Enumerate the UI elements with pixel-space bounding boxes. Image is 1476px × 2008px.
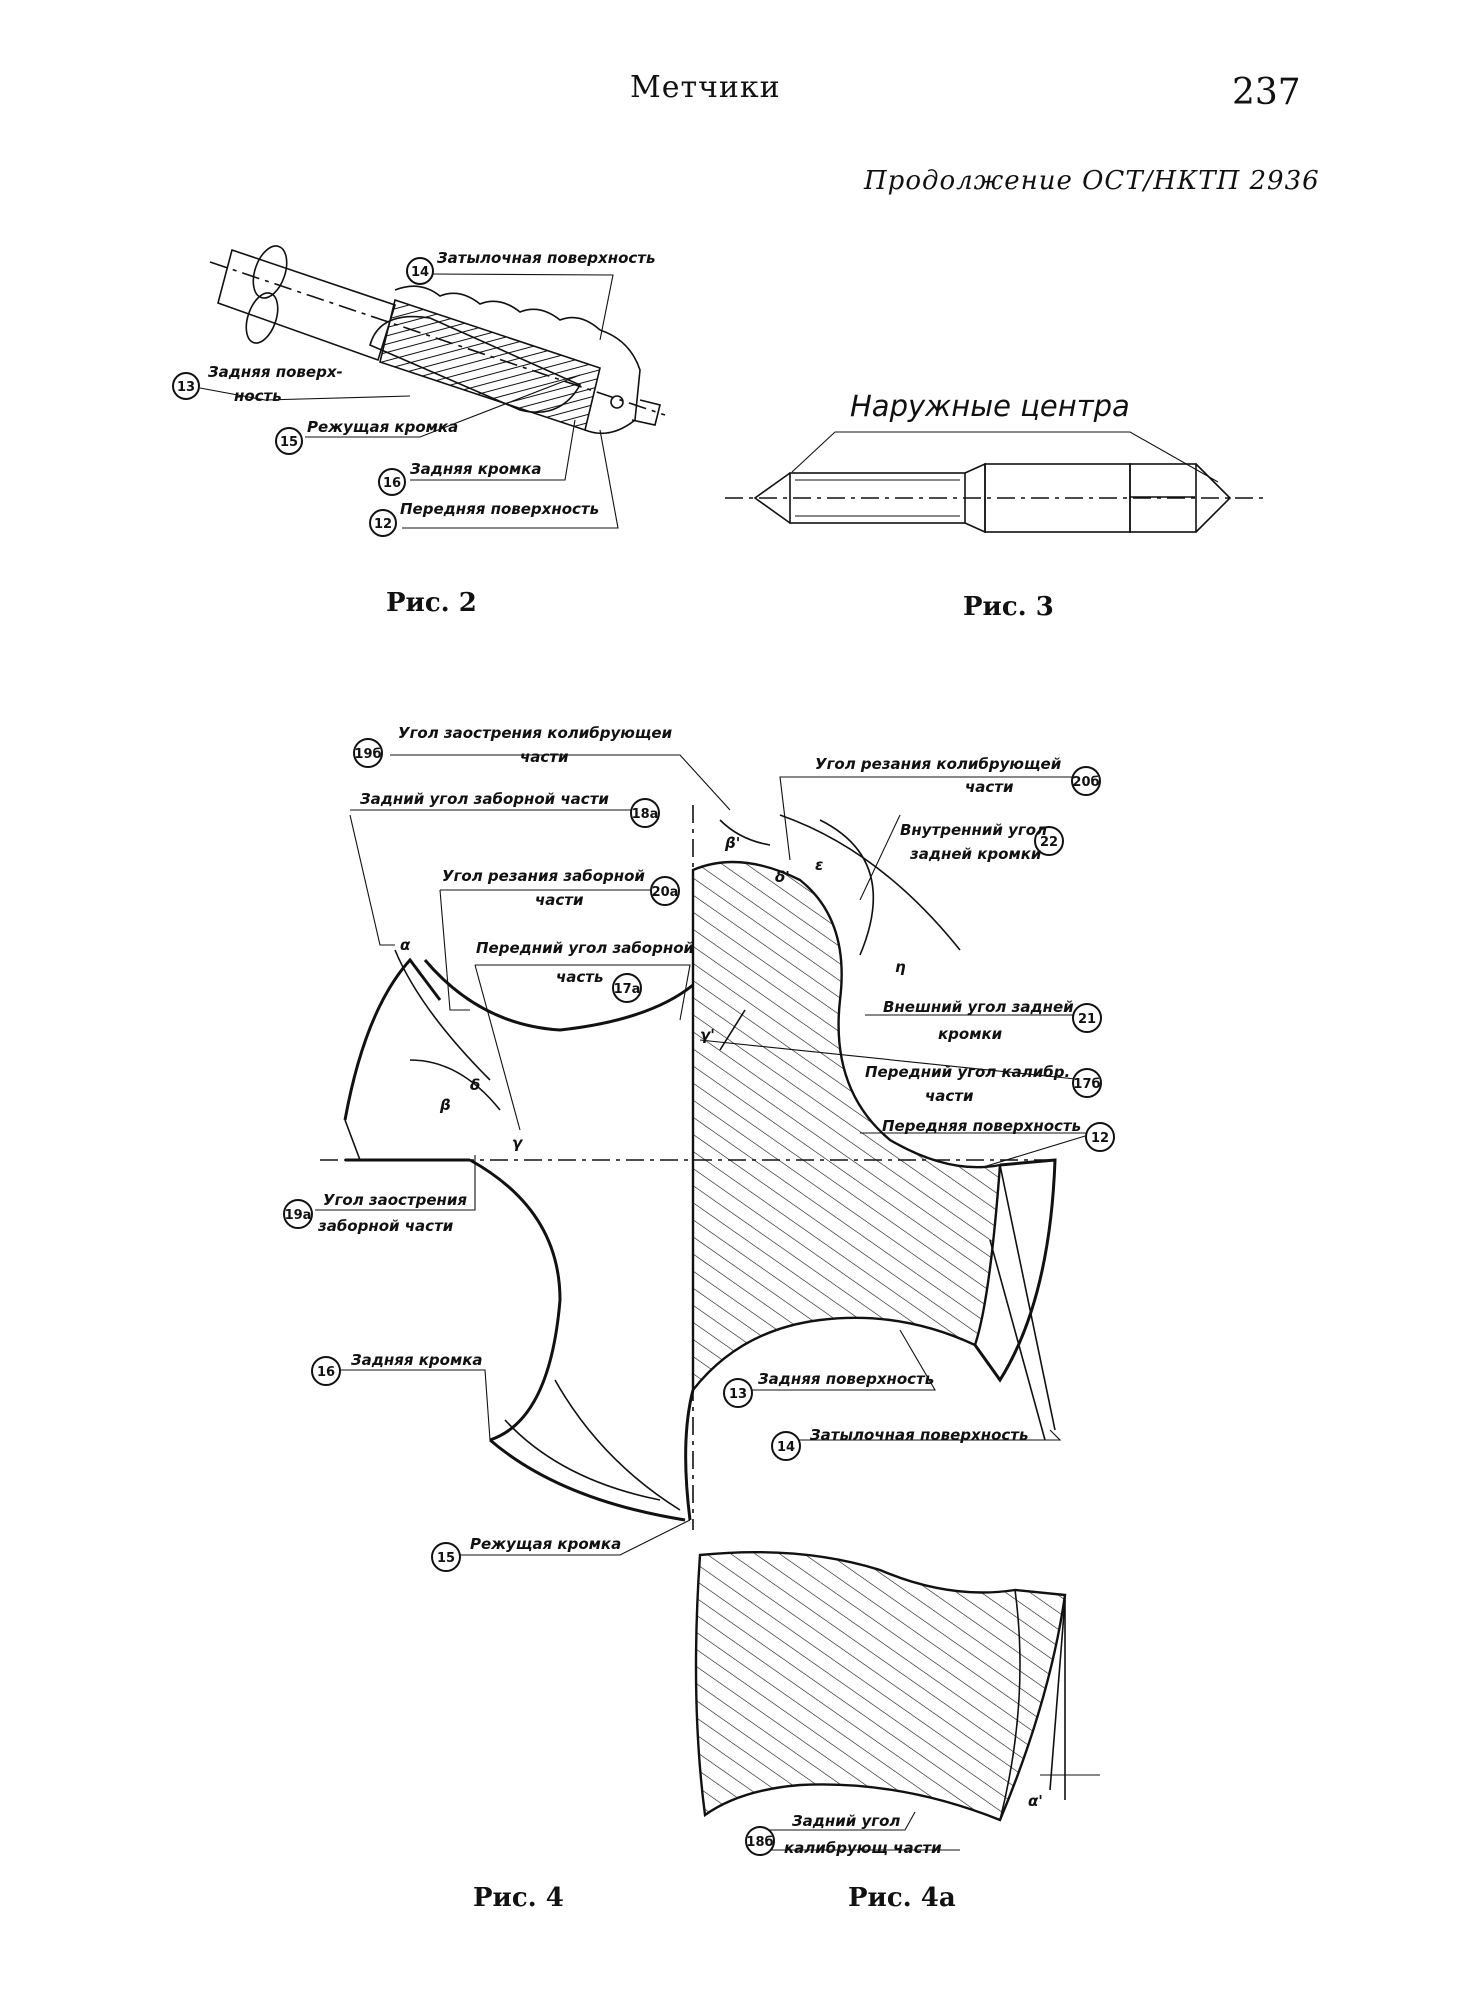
svg-text:части: части bbox=[925, 1087, 974, 1105]
fig2-label-13: 13 Задняя поверх- ность bbox=[172, 363, 343, 405]
svg-text:Внутренний угол: Внутренний угол bbox=[900, 821, 1047, 839]
svg-text:20а: 20а bbox=[652, 885, 679, 900]
greek-delta: δ bbox=[470, 1076, 480, 1094]
fig2-tap-drawing bbox=[199, 245, 666, 529]
svg-text:12: 12 bbox=[1091, 1131, 1109, 1146]
fig4-hatched-tooth bbox=[691, 860, 1002, 1394]
fig2-label-15: 15 Режущая кромка bbox=[275, 418, 458, 455]
svg-text:части: части bbox=[535, 891, 584, 909]
svg-text:заборной части: заборной части bbox=[317, 1217, 454, 1235]
greek-epsilon: ε bbox=[815, 856, 823, 874]
svg-text:Передний угол заборной: Передний угол заборной bbox=[476, 939, 695, 957]
fig4-label-19b: 19б Угол заострения колибрующеи части bbox=[353, 724, 673, 768]
svg-text:21: 21 bbox=[1078, 1012, 1096, 1027]
svg-text:Задняя поверхность: Задняя поверхность bbox=[758, 1370, 934, 1388]
fig4-label-14: 14 Затылочная поверхность bbox=[771, 1426, 1028, 1461]
fig4-label-19a: 19а Угол заострения заборной части bbox=[283, 1191, 467, 1235]
svg-text:Передняя поверхность: Передняя поверхность bbox=[882, 1117, 1081, 1135]
fig2-text-14: Затылочная поверхность bbox=[437, 249, 655, 267]
svg-text:Угол резания заборной: Угол резания заборной bbox=[442, 867, 645, 885]
fig4a-caption: Рис. 4а bbox=[848, 1883, 956, 1913]
fig3-centers-drawing: Наружные центра bbox=[725, 389, 1265, 534]
svg-text:кромки: кромки bbox=[938, 1025, 1003, 1043]
svg-text:15: 15 bbox=[437, 1551, 455, 1566]
fig4a-alpha-prime: α' bbox=[1028, 1792, 1043, 1810]
svg-text:18а: 18а bbox=[632, 807, 659, 822]
svg-text:19а: 19а bbox=[285, 1208, 312, 1223]
greek-gamma-prime: γ' bbox=[700, 1026, 715, 1044]
fig4a-label-18b: 18б Задний угол калибрующ части bbox=[745, 1812, 942, 1857]
fig2-num-16: 16 bbox=[383, 476, 401, 491]
fig2-label-16: 16 Задняя кромка bbox=[378, 460, 542, 496]
fig4-label-17b: 17б Передний угол калибр. части bbox=[865, 1063, 1102, 1105]
fig4-label-21: 21 Внешний угол задней кромки bbox=[883, 998, 1102, 1043]
svg-text:Угол заострения колибрующеи: Угол заострения колибрующеи bbox=[398, 724, 673, 742]
fig2-num-12: 12 bbox=[374, 517, 392, 532]
fig3-caption: Рис. 3 bbox=[963, 592, 1054, 622]
fig2-shank bbox=[217, 248, 396, 362]
svg-text:Задний угол: Задний угол bbox=[792, 1812, 900, 1830]
svg-text:22: 22 bbox=[1040, 835, 1058, 850]
fig2-text-12: Передняя поверхность bbox=[400, 500, 599, 518]
running-head: Метчики bbox=[630, 70, 781, 105]
svg-text:Задний угол заборной части: Задний угол заборной части bbox=[360, 790, 609, 808]
svg-text:части: части bbox=[520, 748, 569, 766]
svg-text:калибрующ части: калибрующ части bbox=[784, 1839, 942, 1857]
fig4-caption: Рис. 4 bbox=[473, 1883, 564, 1913]
svg-text:16: 16 bbox=[317, 1365, 335, 1380]
fig4-label-12: 12 Передняя поверхность bbox=[882, 1117, 1115, 1152]
fig4-label-18a: 18а Задний угол заборной части bbox=[360, 790, 660, 828]
svg-text:задней кромки: задней кромки bbox=[909, 845, 1042, 863]
fig2-num-14: 14 bbox=[411, 265, 429, 280]
fig4-label-17a: 17а Передний угол заборной часть bbox=[476, 939, 695, 1003]
continuation-note: Продолжение ОСТ/НКТП 2936 bbox=[864, 166, 1320, 196]
svg-text:14: 14 bbox=[777, 1440, 795, 1455]
greek-beta-prime: β' bbox=[724, 834, 740, 852]
svg-text:части: части bbox=[965, 778, 1014, 796]
fig2-thread bbox=[379, 298, 601, 432]
svg-text:Затылочная поверхность: Затылочная поверхность bbox=[810, 1426, 1028, 1444]
svg-text:Режущая кромка: Режущая кромка bbox=[470, 1535, 621, 1553]
svg-text:часть: часть bbox=[556, 968, 604, 986]
svg-text:18б: 18б bbox=[746, 1835, 773, 1850]
svg-text:Задняя кромка: Задняя кромка bbox=[351, 1351, 483, 1369]
svg-text:Внешний угол задней: Внешний угол задней bbox=[883, 998, 1074, 1016]
fig4-label-15: 15 Режущая кромка bbox=[431, 1535, 621, 1572]
svg-text:Угол заострения: Угол заострения bbox=[323, 1191, 467, 1209]
fig2-label-14: 14 Затылочная поверхность bbox=[406, 249, 655, 285]
fig4-label-13: 13 Задняя поверхность bbox=[723, 1370, 934, 1408]
svg-text:17а: 17а bbox=[614, 982, 641, 997]
fig4-drawing bbox=[315, 754, 1096, 1556]
greek-eta: η bbox=[895, 958, 906, 976]
fig3-label: Наружные центра bbox=[850, 389, 1130, 423]
svg-text:20б: 20б bbox=[1072, 775, 1099, 790]
fig2-text-15: Режущая кромка bbox=[307, 418, 458, 436]
fig2-text-13: Задняя поверх- bbox=[208, 363, 343, 381]
svg-text:Передний угол калибр.: Передний угол калибр. bbox=[865, 1063, 1070, 1081]
fig2-caption: Рис. 2 bbox=[386, 588, 477, 618]
greek-beta: β bbox=[439, 1096, 451, 1114]
fig2-num-15: 15 bbox=[280, 435, 298, 450]
fig2-text-13b: ность bbox=[234, 387, 282, 405]
fig4-label-20a: 20а Угол резания заборной части bbox=[442, 867, 680, 909]
svg-text:13: 13 bbox=[729, 1387, 747, 1402]
fig4-label-20b: 20б Угол резания колибрующей части bbox=[815, 755, 1101, 796]
fig2-text-16: Задняя кромка bbox=[410, 460, 542, 478]
fig2-label-12: 12 Передняя поверхность bbox=[369, 500, 599, 537]
fig4-greek: α δ β γ β' δ' ε η γ' bbox=[400, 834, 906, 1152]
greek-alpha: α bbox=[400, 936, 411, 954]
fig4-label-22: 22 Внутренний угол задней кромки bbox=[900, 821, 1064, 863]
fig4-label-16: 16 Задняя кромка bbox=[311, 1351, 483, 1386]
page-number: 237 bbox=[1232, 72, 1301, 113]
svg-text:17б: 17б bbox=[1073, 1077, 1100, 1092]
greek-gamma: γ bbox=[512, 1134, 524, 1152]
svg-text:Угол резания колибрующей: Угол резания колибрующей bbox=[815, 755, 1062, 773]
greek-delta-prime: δ' bbox=[775, 868, 790, 886]
fig4a-drawing bbox=[694, 1550, 1100, 1851]
fig2-num-13: 13 bbox=[177, 380, 195, 395]
svg-text:19б: 19б bbox=[354, 747, 381, 762]
